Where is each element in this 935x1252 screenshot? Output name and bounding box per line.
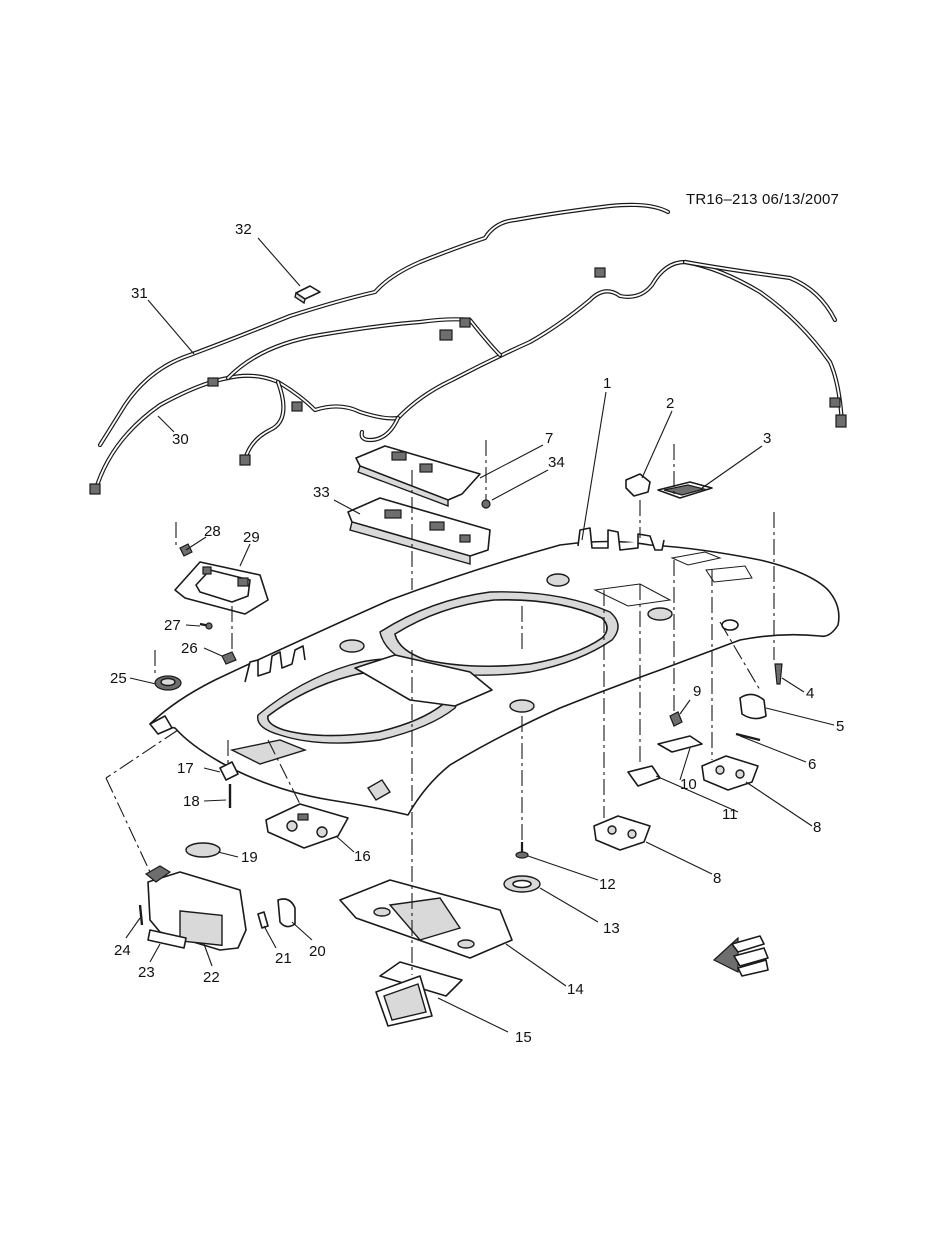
callout-2: 2 <box>666 395 675 412</box>
callout-13: 13 <box>603 920 620 937</box>
callout-30: 30 <box>172 431 189 448</box>
screw-4 <box>774 663 783 685</box>
callout-33: 33 <box>313 484 330 501</box>
headliner-1 <box>149 527 840 816</box>
callout-3: 3 <box>763 430 772 447</box>
roof-wiring-harness-31 <box>97 202 671 448</box>
console-bracket-33 <box>347 497 491 565</box>
video-display-15 <box>375 961 463 1027</box>
callout-25: 25 <box>110 670 127 687</box>
screw-6 <box>735 732 761 742</box>
overhead-console-14 <box>339 879 513 959</box>
clip-9 <box>669 711 683 727</box>
callout-8-right: 8 <box>813 819 822 836</box>
roof-wiring-harness-30 <box>89 259 847 495</box>
screw-12 <box>515 842 529 859</box>
sunshade-22 <box>144 865 247 951</box>
clip-26 <box>221 651 237 665</box>
callout-14: 14 <box>567 981 584 998</box>
pin-24 <box>138 904 144 926</box>
callout-leaders <box>125 237 835 1033</box>
callout-17: 17 <box>177 760 194 777</box>
console-bracket-7 <box>355 445 481 508</box>
callout-19: 19 <box>241 849 258 866</box>
harness-clip-32 <box>294 285 321 305</box>
callout-18: 18 <box>183 793 200 810</box>
front-direction-arrow-icon <box>712 935 769 977</box>
document-id: TR16–213 06/13/2007 <box>686 191 840 208</box>
callout-1: 1 <box>603 375 612 392</box>
assembly-centerlines <box>105 440 775 975</box>
lamp-3 <box>657 481 713 499</box>
callout-32: 32 <box>235 221 252 238</box>
callout-9: 9 <box>693 683 702 700</box>
reading-lamp-8-right <box>701 755 759 791</box>
callout-24: 24 <box>114 942 131 959</box>
callout-16: 16 <box>354 848 371 865</box>
callout-20: 20 <box>309 943 326 960</box>
callout-7: 7 <box>545 430 554 447</box>
callout-21: 21 <box>275 950 292 967</box>
reading-lamp-8-center <box>593 815 651 851</box>
callout-28: 28 <box>204 523 221 540</box>
cover-11 <box>627 765 661 787</box>
escutcheon-13 <box>503 875 541 893</box>
grab-handle-5 <box>739 693 767 720</box>
callout-12: 12 <box>599 876 616 893</box>
callout-34: 34 <box>548 454 565 471</box>
grommet-25 <box>154 675 182 691</box>
callout-15: 15 <box>515 1029 532 1046</box>
callout-4: 4 <box>806 685 815 702</box>
callout-27: 27 <box>164 617 181 634</box>
callout-10: 10 <box>680 776 697 793</box>
callout-6: 6 <box>808 756 817 773</box>
lamp-10 <box>657 735 703 753</box>
console-frame-29 <box>174 561 269 615</box>
callout-26: 26 <box>181 640 198 657</box>
retainer-21 <box>257 911 269 929</box>
label-23 <box>147 929 187 949</box>
clip-2 <box>625 473 651 497</box>
callout-11: 11 <box>722 806 738 823</box>
hook-17 <box>219 761 239 781</box>
callout-29: 29 <box>243 529 260 546</box>
callout-8-center: 8 <box>713 870 722 887</box>
dome-lamp-16 <box>265 803 349 849</box>
escutcheon-19 <box>185 842 221 858</box>
callout-22: 22 <box>203 969 220 986</box>
screw-27 <box>199 622 213 630</box>
callout-31: 31 <box>131 285 148 302</box>
callout-23: 23 <box>138 964 155 981</box>
callout-5: 5 <box>836 718 845 735</box>
